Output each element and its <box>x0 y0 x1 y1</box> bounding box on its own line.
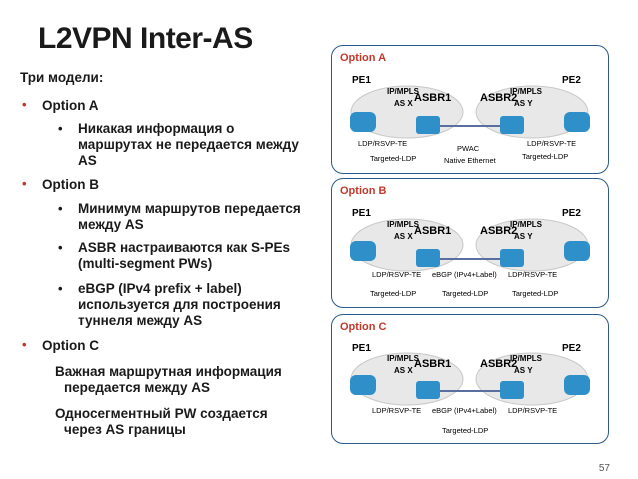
asbr1-label: ASBR1 <box>414 92 451 104</box>
bullet-dot: • <box>22 337 27 352</box>
pwac-label: PWAC <box>457 144 480 153</box>
tldp-left: Targeted-LDP <box>370 289 416 298</box>
option-b-desc1-line2: между AS <box>78 217 144 232</box>
pe2-label: PE2 <box>562 208 581 219</box>
option-c-desc2-line2: через AS границы <box>64 422 186 437</box>
sub-bullet-dot: • <box>58 281 63 296</box>
asbr2-label: ASBR2 <box>480 225 517 237</box>
tldp-label: Targeted-LDP <box>442 426 488 435</box>
pe2-label: PE2 <box>562 343 581 354</box>
option-a-desc-line2: маршрутах не передается между <box>78 137 299 152</box>
ldp-left: LDP/RSVP-TE <box>372 406 421 415</box>
option-a-panel: Option A PE1 PE2 IP/MPLS AS X ASBR1 ASBR… <box>331 45 609 174</box>
pe1-label: PE1 <box>352 75 371 86</box>
tldp-left: Targeted-LDP <box>370 154 416 163</box>
option-b-desc3-line2: используется для построения <box>78 297 281 312</box>
option-b-panel-title: Option B <box>340 185 387 197</box>
ldp-left: LDP/RSVP-TE <box>358 139 407 148</box>
asy-label: AS Y <box>514 232 533 241</box>
asy-label: AS Y <box>514 366 533 375</box>
ipmpls-right: IP/MPLS <box>510 354 543 363</box>
tldp-right: Targeted-LDP <box>512 289 558 298</box>
page-number: 57 <box>598 463 610 474</box>
ipmpls-right: IP/MPLS <box>510 220 543 229</box>
asx-label: AS X <box>394 366 413 375</box>
asy-label: AS Y <box>514 99 533 108</box>
ldp-right: LDP/RSVP-TE <box>508 270 557 279</box>
ipmpls-left: IP/MPLS <box>387 220 420 229</box>
asx-label: AS X <box>394 99 413 108</box>
ipmpls-left: IP/MPLS <box>387 354 420 363</box>
models-heading: Три модели: <box>20 70 104 85</box>
ebgp-label: eBGP (IPv4+Label) <box>432 270 497 279</box>
sub-bullet-dot: • <box>58 240 63 255</box>
option-b-desc1-line1: Минимум маршрутов передается <box>78 201 301 216</box>
ipmpls-right: IP/MPLS <box>510 87 543 96</box>
ebgp-label: eBGP (IPv4+Label) <box>432 406 497 415</box>
option-a-desc-line1: Никакая информация о <box>78 121 235 136</box>
native-ethernet-label: Native Ethernet <box>444 156 497 165</box>
asbr1-label: ASBR1 <box>414 225 451 237</box>
ldp-right: LDP/RSVP-TE <box>527 139 576 148</box>
bullet-dot: • <box>22 97 27 112</box>
pe1-label: PE1 <box>352 343 371 354</box>
ipmpls-left: IP/MPLS <box>387 87 420 96</box>
option-c-desc1-line1: Важная маршрутная информация <box>55 364 282 379</box>
asx-label: AS X <box>394 232 413 241</box>
asbr2-label: ASBR2 <box>480 358 517 370</box>
ldp-right: LDP/RSVP-TE <box>508 406 557 415</box>
ldp-left: LDP/RSVP-TE <box>372 270 421 279</box>
option-c-label: Option C <box>42 338 99 353</box>
option-c-desc2-line1: Односегментный PW создается <box>55 406 268 421</box>
bullet-dot: • <box>22 176 27 191</box>
option-c-panel-title: Option C <box>340 321 387 333</box>
asbr2-label: ASBR2 <box>480 92 517 104</box>
option-c-desc1-line2: передается между AS <box>64 380 211 395</box>
sub-bullet-dot: • <box>58 201 63 216</box>
tldp-right: Targeted-LDP <box>522 152 568 161</box>
option-b-panel: Option B PE1 PE2 IP/MPLS AS X ASBR1 ASBR… <box>331 178 609 308</box>
pe1-label: PE1 <box>352 208 371 219</box>
option-b-desc3-line1: eBGP (IPv4 prefix + label) <box>78 281 242 296</box>
pe2-label: PE2 <box>562 75 581 86</box>
sub-bullet-dot: • <box>58 121 63 136</box>
option-a-label: Option A <box>42 98 99 113</box>
option-c-panel: Option C PE1 PE2 IP/MPLS AS X ASBR1 ASBR… <box>331 314 609 444</box>
option-b-desc2-line1: ASBR настраиваются как S-PEs <box>78 240 291 255</box>
asbr1-label: ASBR1 <box>414 358 451 370</box>
tldp-mid: Targeted-LDP <box>442 289 488 298</box>
option-b-label: Option B <box>42 177 99 192</box>
option-a-desc-line3: AS <box>78 153 97 168</box>
option-a-panel-title: Option A <box>340 52 387 64</box>
page-title: L2VPN Inter-AS <box>38 22 253 55</box>
option-b-desc2-line2: (multi-segment PWs) <box>78 256 213 271</box>
option-b-desc3-line3: туннеля между AS <box>78 313 203 328</box>
